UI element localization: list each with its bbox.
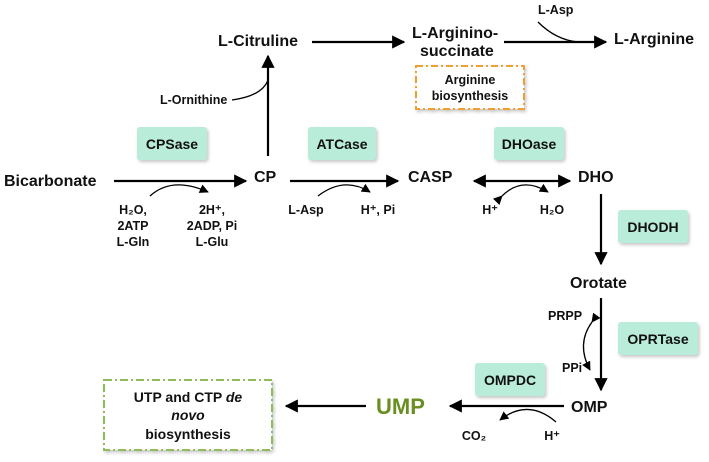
- dho-output-label: H₂O: [540, 203, 565, 217]
- de-text: de: [226, 389, 243, 405]
- oprtase-enzyme-box: OPRTase: [618, 322, 698, 355]
- cps-output-3: L-Glu: [196, 235, 229, 249]
- novo-text: novo: [171, 407, 205, 423]
- dhoase-enzyme-box: DHOase: [494, 127, 564, 160]
- omp-label: OMP: [571, 399, 608, 416]
- arginine-biosynthesis-label-2: biosynthesis: [432, 89, 508, 103]
- ompdc-cofactor-curve: [500, 409, 556, 422]
- cp-label: CP: [254, 169, 277, 186]
- l-citruline-label: L-Citruline: [218, 33, 298, 50]
- bicarbonate-label: Bicarbonate: [4, 173, 97, 190]
- utp-ctp-label-1: UTP and CTP de: [134, 389, 243, 405]
- casp-label: CASP: [408, 169, 453, 186]
- l-argininosuccinate-label-2: succinate: [420, 43, 494, 60]
- atcase-cofactor-curve: [318, 185, 370, 196]
- cps-input-1: H₂O,: [119, 203, 147, 217]
- prpp-label: PRPP: [548, 309, 582, 323]
- cps-input-3: L-Gln: [117, 235, 150, 249]
- l-argininosuccinate-label-1: L-Arginino-: [412, 25, 498, 42]
- orotate-label: Orotate: [570, 275, 627, 292]
- cpsase-label: CPSase: [146, 136, 198, 152]
- dho-input-label: H⁺: [482, 203, 498, 217]
- cps-input-2: 2ATP: [117, 219, 148, 233]
- l-asp-input-curve: [538, 22, 578, 42]
- atc-input-label: L-Asp: [288, 203, 324, 217]
- l-ornithine-input-curve: [232, 80, 268, 100]
- atc-output-label: H⁺, Pi: [361, 203, 395, 217]
- dhoase-cofactor-curve: [502, 185, 548, 196]
- ompdc-enzyme-box: OMPDC: [475, 363, 545, 396]
- atcase-enzyme-box: ATCase: [308, 127, 376, 160]
- cpsase-cofactor-curve: [150, 185, 208, 196]
- dho-label: DHO: [578, 169, 614, 186]
- l-ornithine-label: L-Ornithine: [160, 93, 227, 107]
- dhodh-enzyme-box: DHODH: [618, 210, 688, 243]
- l-asp-top-label: L-Asp: [538, 3, 574, 17]
- atcase-label: ATCase: [316, 136, 367, 152]
- ppi-label: PPi: [562, 361, 582, 375]
- cps-output-2: 2ADP, Pi: [187, 219, 238, 233]
- arginine-biosynthesis-label-1: Arginine: [445, 73, 496, 87]
- utp-ctp-biosynthesis-text: biosynthesis: [145, 426, 231, 442]
- ump-label: UMP: [376, 394, 425, 419]
- utp-ctp-text: UTP and CTP: [134, 389, 222, 405]
- l-arginine-label: L-Arginine: [614, 31, 694, 48]
- dhodh-label: DHODH: [627, 219, 678, 235]
- omp-h-label: H⁺: [544, 429, 560, 443]
- co2-label: CO₂: [462, 429, 486, 443]
- cps-output-1: 2H⁺,: [199, 203, 225, 217]
- oprtase-label: OPRTase: [627, 331, 688, 347]
- oprtase-cofactor-curve: [583, 322, 592, 370]
- dhoase-label: DHOase: [502, 136, 557, 152]
- ompdc-label: OMPDC: [484, 372, 536, 388]
- cpsase-enzyme-box: CPSase: [137, 127, 207, 160]
